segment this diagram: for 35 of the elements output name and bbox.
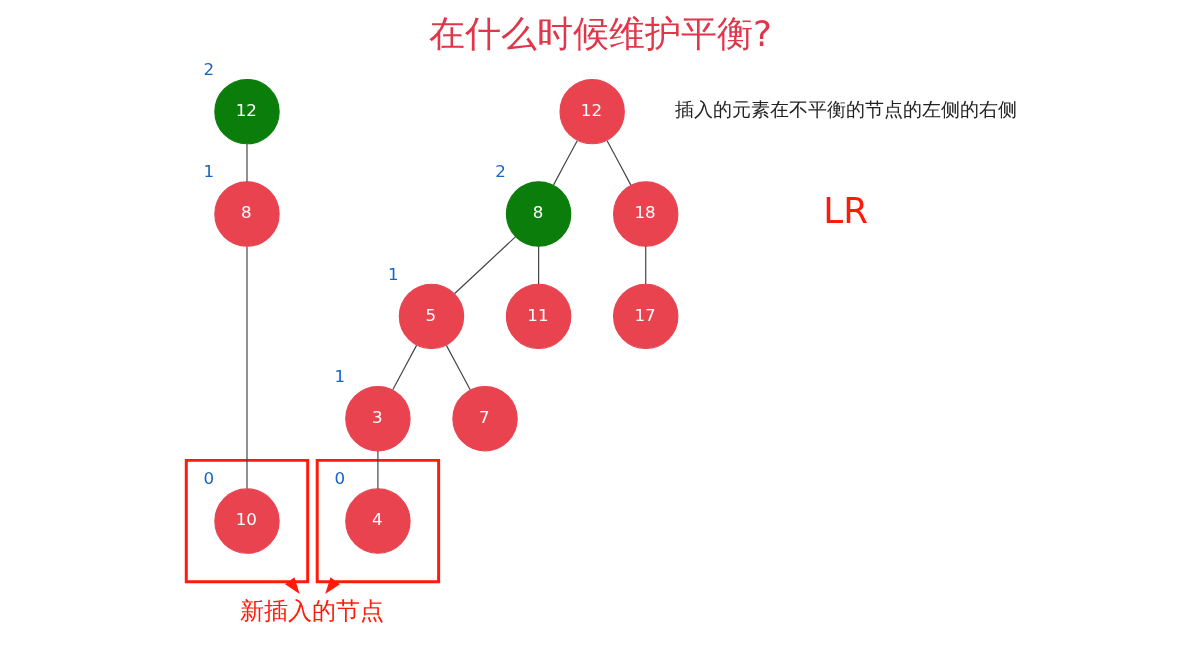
node-circle: 4 <box>344 488 411 554</box>
node-circle: 12 <box>213 78 280 145</box>
node-circle: 3 <box>344 386 411 452</box>
connector <box>391 344 417 391</box>
node-label: 0 <box>203 469 214 489</box>
node-circle: 17 <box>612 283 678 350</box>
connector <box>537 245 539 285</box>
node-circle: 8 <box>213 181 280 247</box>
connector <box>445 344 471 391</box>
connector <box>245 143 248 183</box>
node-circle: 18 <box>612 181 678 247</box>
connector <box>453 236 516 295</box>
node-label: 1 <box>387 264 399 284</box>
node-label: 2 <box>203 59 214 79</box>
connector <box>245 246 248 490</box>
diagram-title: 在什么时候维护平衡? <box>428 13 772 55</box>
cluster <box>315 458 440 584</box>
connector <box>376 450 378 490</box>
node-circle: 8 <box>505 181 571 247</box>
node-label: 1 <box>203 162 214 182</box>
node-label: 1 <box>334 367 345 387</box>
node-circle: 5 <box>398 283 464 350</box>
node-circle: 10 <box>213 488 280 554</box>
connector <box>552 140 578 186</box>
node-circle: 12 <box>558 78 625 145</box>
node-label: 0 <box>334 469 345 489</box>
cluster <box>184 458 309 584</box>
connector <box>644 245 646 285</box>
label: LR <box>822 189 868 231</box>
label: 插入的元素在不平衡的节点的左侧的右侧 <box>674 98 1017 121</box>
node-text: 新插入的节点 <box>239 596 384 625</box>
node-circle: 11 <box>505 283 571 350</box>
node-circle: 7 <box>451 386 518 452</box>
connector <box>606 140 631 186</box>
node-label: 2 <box>494 162 506 182</box>
